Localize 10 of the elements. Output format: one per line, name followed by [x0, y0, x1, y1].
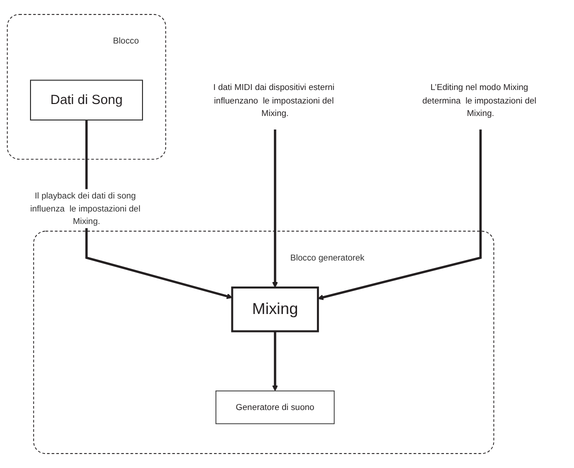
node-box: [216, 390, 335, 424]
node-text: L’Editing nel modo Mixing determina le impostazioni del Mixing.: [422, 82, 536, 118]
node-text: I dati MIDI dai dispositivi esterni influenzano le impostazioni del Mixing.: [213, 82, 334, 118]
node-box: [231, 286, 319, 332]
arrow: [318, 129, 482, 300]
node-box: [30, 80, 143, 120]
cluster: [33, 230, 494, 454]
arrow: [272, 129, 278, 288]
arrow: [272, 331, 278, 392]
cluster: [6, 14, 166, 160]
